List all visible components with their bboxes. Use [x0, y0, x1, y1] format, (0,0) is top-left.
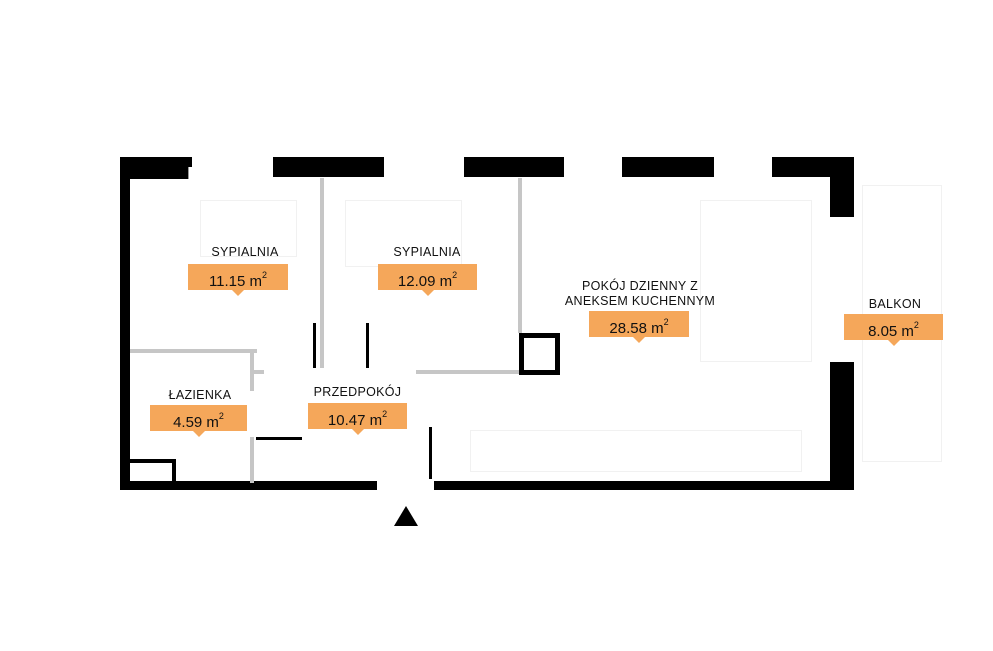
partition-bed2-living — [518, 178, 522, 333]
wall-bottom-right — [434, 481, 854, 490]
wall-top-2 — [273, 157, 384, 177]
entrance-arrow-icon — [394, 506, 418, 526]
room-name-living-line1: POKÓJ DZIENNY Z — [581, 279, 699, 293]
partition-bath-top — [130, 349, 257, 353]
room-name-bathroom: ŁAZIENKA — [168, 388, 232, 402]
door-bath — [256, 437, 302, 440]
wall-top-1b — [120, 157, 192, 179]
area-badge-balcony: 8.05 m2 — [844, 314, 943, 346]
furniture-bed-1 — [200, 200, 297, 257]
furniture-sofa — [470, 430, 802, 472]
area-badge-bathroom: 4.59 m2 — [150, 405, 247, 437]
wall-right-upper — [830, 157, 854, 217]
wall-right-lower — [830, 362, 854, 490]
room-name-bedroom-2: SYPIALNIA — [393, 245, 461, 259]
door-bed2 — [366, 323, 369, 368]
wall-left — [120, 157, 130, 490]
wall-bottom-left — [120, 481, 377, 490]
partition-bed1-bed2 — [320, 178, 324, 368]
wall-top-3 — [464, 157, 564, 177]
wall-bath-side — [172, 459, 176, 483]
area-badge-living: 28.58 m2 — [589, 311, 689, 343]
room-name-balcony: BALKON — [868, 297, 922, 311]
area-badge-bedroom-2: 12.09 m2 — [378, 264, 477, 296]
room-name-living-line2: ANEKSEM KUCHENNYM — [564, 294, 716, 308]
wall-bath-bottom — [130, 459, 176, 463]
room-name-bedroom-1: SYPIALNIA — [211, 245, 279, 259]
furniture-kitchen — [700, 200, 812, 362]
wall-top-4 — [622, 157, 714, 177]
door-entrance — [429, 427, 432, 479]
partition-bed2-bottom — [416, 370, 522, 374]
room-name-hall: PRZEDPOKÓJ — [313, 385, 402, 399]
column — [519, 333, 560, 375]
area-badge-hall: 10.47 m2 — [308, 403, 407, 435]
partition-bath-stub — [250, 370, 264, 374]
area-badge-bedroom-1: 11.15 m2 — [188, 264, 288, 296]
door-bed1 — [313, 323, 316, 368]
partition-bath-right-2 — [250, 437, 254, 483]
